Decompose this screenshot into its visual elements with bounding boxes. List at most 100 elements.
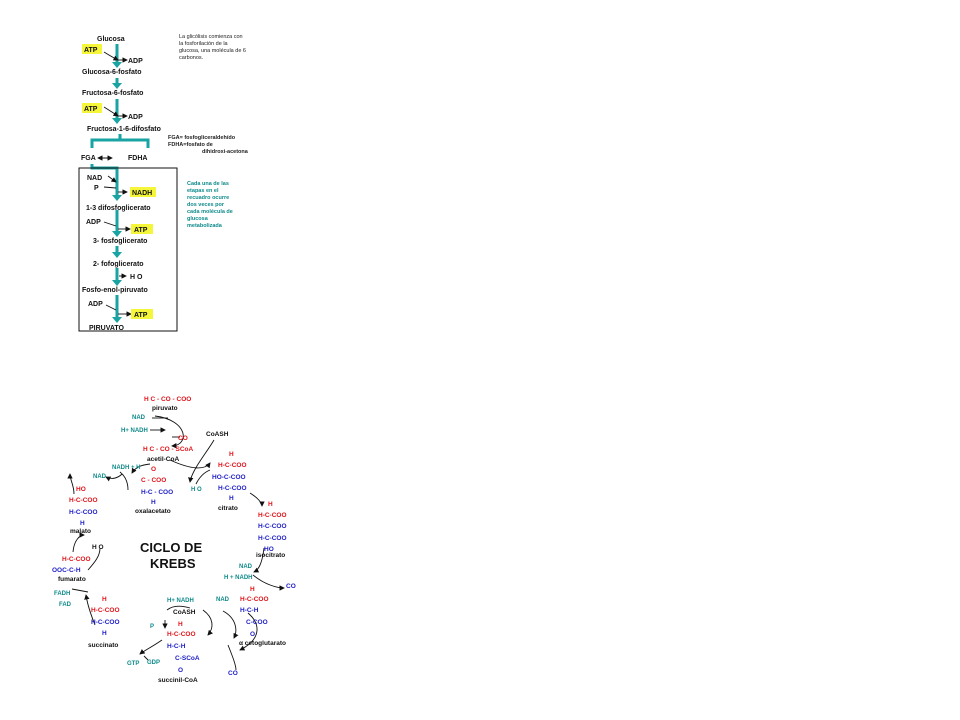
- coash-label-a: CoASH: [206, 431, 229, 438]
- isocitrato-label: isocitrato: [256, 552, 285, 559]
- h-nadh-label-c: H + NADH: [224, 575, 253, 581]
- piruvato-label: piruvato: [152, 405, 178, 412]
- krebs-title-line-2: KREBS: [150, 556, 196, 571]
- gdp-label: GDP: [147, 660, 160, 666]
- pi-label: P: [94, 185, 99, 192]
- citrato-line-1: H-C-COO: [218, 462, 247, 469]
- succinato-h: H: [102, 596, 107, 603]
- isocitrato-h: H: [268, 501, 273, 508]
- nad-label-d: NAD: [216, 597, 230, 603]
- nadh-highlight: [130, 187, 156, 197]
- atp-label-1: ATP: [84, 47, 98, 54]
- glucosa-6-fosfato-label: Glucosa-6-fosfato: [82, 69, 142, 76]
- h2o-label-glycolysis: H O: [130, 274, 143, 281]
- malato-h: H: [80, 520, 85, 527]
- fructosa-1-6-difosfato-label: Fructosa-1-6-difosfato: [87, 126, 161, 133]
- fumarato-label: fumarato: [58, 576, 86, 583]
- nad-label-a: NAD: [132, 415, 146, 421]
- succinil-line-2: H-C-H: [167, 643, 186, 650]
- piruvato-formula: H C - CO - COO: [144, 396, 191, 403]
- oxalacetato-label: oxalacetato: [135, 508, 171, 515]
- fadh2-label: FADH: [54, 591, 70, 597]
- oxalacetato-line-2: H-C - COO: [141, 489, 173, 496]
- citrato-line-2: HO-C-COO: [212, 474, 246, 481]
- oxalacetato-o: O: [151, 466, 156, 473]
- fosfoglicerato-3-label: 3- fosfoglicerato: [93, 238, 147, 245]
- adp-label-3: ADP: [86, 219, 101, 226]
- coash-label-b: CoASH: [173, 609, 196, 616]
- atp-highlight-4: [131, 309, 153, 319]
- fdha-label: FDHA: [128, 155, 147, 162]
- succinato-label: succinato: [88, 642, 118, 649]
- atp-highlight-2: [82, 103, 102, 113]
- cetoglutarato-line-1: H-C-COO: [240, 596, 269, 603]
- gtp-label: GTP: [127, 661, 139, 667]
- citrato-h2: H: [229, 495, 234, 502]
- h2o-label-b: H O: [92, 544, 104, 551]
- definitions-note: FGA= fosfogliceraldehído FDHA=fosfato de…: [168, 135, 249, 155]
- succinato-h2: H: [102, 630, 107, 637]
- h-nadh-label-d: H+ NADH: [167, 598, 194, 604]
- fosfo-enol-piruvato-label: Fosfo-enol-piruvato: [82, 287, 148, 294]
- acetil-coa-label: acetil-CoA: [147, 456, 179, 463]
- intro-note: La glicólisis comienza con la fosforilac…: [179, 34, 248, 61]
- atp-label-4: ATP: [134, 312, 148, 319]
- nad-label: NAD: [87, 175, 102, 182]
- cetoglutarato-label: α cetoglutarato: [239, 640, 286, 647]
- cetoglutarato-line-2: H-C-H: [240, 607, 259, 614]
- succinil-line-1: H-C-COO: [167, 631, 196, 638]
- glycolysis-split: [90, 138, 150, 148]
- isocitrato-line-1: H-C-COO: [258, 512, 287, 519]
- adp-label-1: ADP: [128, 58, 143, 65]
- succinato-line-1: H-C-COO: [91, 607, 120, 614]
- atp-highlight-3: [131, 224, 153, 234]
- malato-line-1: H-C-COO: [69, 497, 98, 504]
- malato-ho: HO: [76, 486, 86, 493]
- fga-label: FGA: [81, 155, 96, 162]
- succinil-coa-label: succinil-CoA: [158, 677, 198, 684]
- succinil-o: O: [178, 667, 183, 674]
- citrato-h: H: [229, 451, 234, 458]
- fumarato-line-2: OOC-C-H: [52, 567, 81, 574]
- isocitrato-line-2: H-C-COO: [258, 523, 287, 530]
- atp-label-3: ATP: [134, 227, 148, 234]
- krebs-title-line-1: CICLO DE: [140, 540, 202, 555]
- cetoglutarato-o: O: [250, 631, 255, 638]
- succinil-h: H: [178, 621, 183, 628]
- malato-label: malato: [70, 528, 91, 535]
- atp-label-2: ATP: [84, 106, 98, 113]
- nadh-h-label: NADH + H: [112, 465, 141, 471]
- h-nadh-label-a: H+ NADH: [121, 428, 148, 434]
- co2-label-d: CO: [228, 670, 238, 677]
- pi-label-krebs: P: [150, 624, 154, 630]
- difosfoglicerato-label: 1-3 difosfoglicerato: [86, 205, 151, 212]
- nad-label-c: NAD: [239, 564, 253, 570]
- acetil-coa-formula: H C - CO - SCoA: [143, 446, 193, 453]
- malato-line-2: H-C-COO: [69, 509, 98, 516]
- nad-label-b: NAD: [93, 474, 107, 480]
- succinato-line-2: H-C-COO: [91, 619, 120, 626]
- oxalacetato-line-1: C - COO: [141, 477, 166, 484]
- repeated-steps-box: [78, 167, 178, 332]
- piruvato-label-glycolysis: PIRUVATO: [89, 325, 125, 332]
- glucosa-label: Glucosa: [97, 36, 125, 43]
- citrato-line-3: H-C-COO: [218, 485, 247, 492]
- co2-label-a: CO: [178, 435, 188, 442]
- cetoglutarato-h: H: [250, 586, 255, 593]
- glycolysis-pathway: Glucosa ATP ADP Glucosa-6-fosfato Fructo…: [78, 34, 249, 332]
- isocitrato-line-3: H-C-COO: [258, 535, 287, 542]
- citrato-label: citrato: [218, 505, 238, 512]
- box-note: Cada una de las etapas en el recuadro oc…: [187, 181, 234, 229]
- fructosa-6-fosfato-label: Fructosa-6-fosfato: [82, 90, 143, 97]
- isocitrato-ho: HO: [264, 546, 274, 553]
- nadh-label: NADH: [132, 190, 152, 197]
- atp-highlight-1: [82, 44, 102, 54]
- h2o-label-a: H O: [191, 487, 202, 493]
- succinil-line-3: C-SCoA: [175, 655, 200, 662]
- adp-label-2: ADP: [128, 114, 143, 121]
- fad-label: FAD: [59, 602, 72, 608]
- fumarato-line-1: H-C-COO: [62, 556, 91, 563]
- oxalacetato-h: H: [151, 499, 156, 506]
- fosfoglicerato-2-label: 2- fofoglicerato: [93, 261, 144, 268]
